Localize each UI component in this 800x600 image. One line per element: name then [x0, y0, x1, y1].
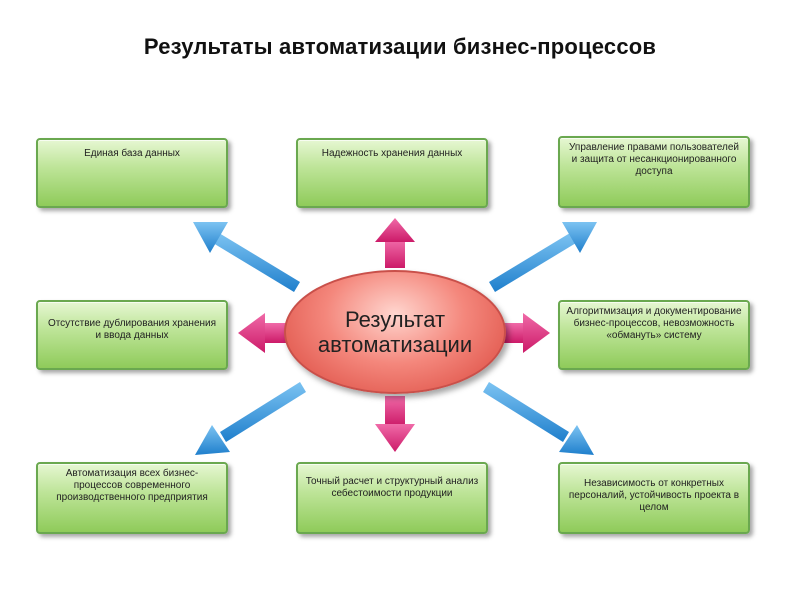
box-bottom-left-text: Автоматизация всех бизнес-процессов совр… [56, 468, 208, 503]
arrow-down [375, 396, 415, 452]
arrow-up-right [489, 222, 597, 292]
center-ellipse: Результат автоматизации [284, 270, 506, 394]
box-middle-right-text: Алгоритмизация и документирование бизнес… [566, 306, 742, 341]
arrow-up [375, 218, 415, 268]
diagram-title: Результаты автоматизации бизнес-процессо… [143, 34, 657, 59]
box-bottom-middle: Точный расчет и структурный анализ себес… [296, 462, 488, 534]
center-line-1: Результат [344, 307, 446, 332]
box-top-middle: Надежность хранения данных [296, 138, 488, 208]
arrow-down-left [195, 382, 306, 455]
arrow-left [238, 313, 286, 353]
box-middle-right: Алгоритмизация и документирование бизнес… [558, 300, 750, 370]
box-top-right-text: Управление правами пользователей и защит… [569, 142, 739, 177]
box-middle-left-text: Отсутствие дублирования хранения и ввода… [47, 318, 217, 341]
arrow-down-right [483, 382, 594, 455]
box-top-middle-text: Надежность хранения данных [321, 148, 463, 159]
box-middle-left: Отсутствие дублирования хранения и ввода… [36, 300, 228, 370]
box-bottom-middle-text: Точный расчет и структурный анализ себес… [305, 476, 479, 499]
box-bottom-right: Независимость от конкретных персоналий, … [558, 462, 750, 534]
box-bottom-left: Автоматизация всех бизнес-процессов совр… [36, 462, 228, 534]
box-bottom-right-text: Независимость от конкретных персоналий, … [568, 478, 740, 513]
arrow-right [502, 313, 550, 353]
center-line-2: автоматизации [317, 332, 473, 357]
arrow-up-left [193, 222, 300, 292]
box-top-left: Единая база данных [36, 138, 228, 208]
box-top-left-text: Единая база данных [84, 148, 180, 159]
box-top-right: Управление правами пользователей и защит… [558, 136, 750, 208]
